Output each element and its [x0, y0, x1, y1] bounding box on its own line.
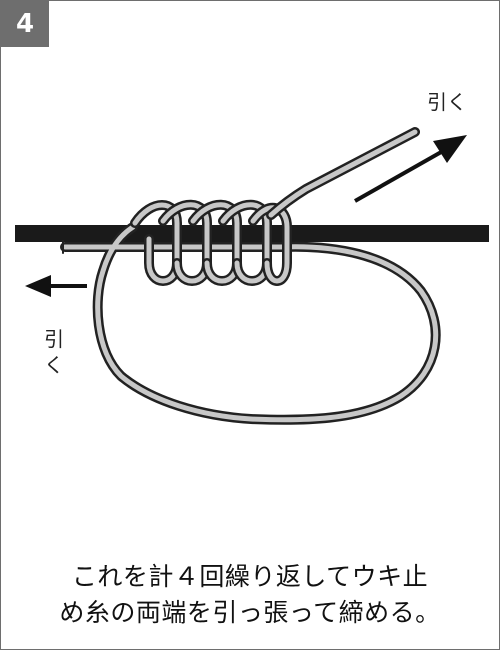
step-number-badge: 4 — [1, 1, 49, 47]
pull-arrow-left — [25, 275, 87, 297]
coil-5 — [248, 202, 292, 286]
thread-standing-end — [266, 127, 420, 220]
pull-arrow-upper-right — [354, 135, 467, 203]
instruction-caption: これを計４回繰り返してウキ止 め糸の両端を引っ張って締める。 — [11, 559, 489, 631]
thread-coils — [130, 199, 292, 286]
coil-2 — [158, 199, 212, 286]
caption-line-1: これを計４回繰り返してウキ止 — [71, 562, 429, 591]
pull-label-upper-right: 引く — [427, 90, 467, 114]
pull-label-left: 引く — [44, 327, 64, 377]
thread-loop — [60, 222, 441, 425]
coil-4 — [218, 199, 272, 286]
coil-3 — [188, 199, 242, 286]
main-line — [15, 225, 489, 242]
caption-line-2: め糸の両端を引っ張って締める。 — [59, 598, 441, 627]
